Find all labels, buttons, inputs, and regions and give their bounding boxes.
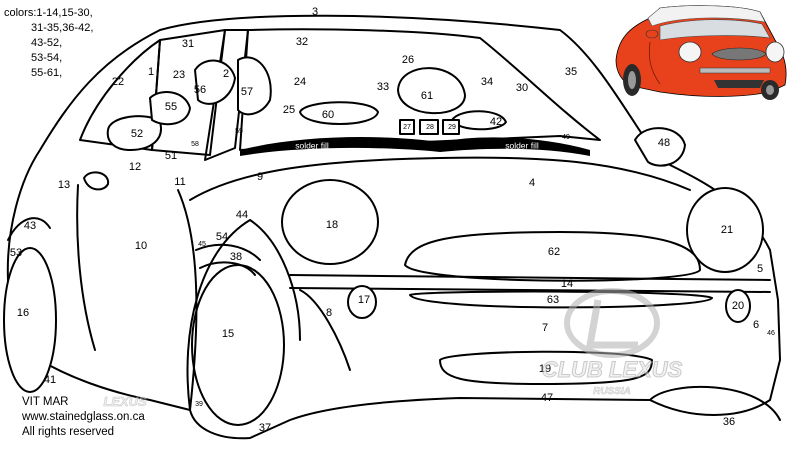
region-label: 42 — [490, 116, 502, 128]
lexus-logo-icon — [564, 288, 660, 358]
region-label: 46 — [767, 330, 775, 337]
region-label: 47 — [541, 392, 553, 404]
region-label: 4 — [529, 177, 535, 189]
region-label: 23 — [173, 69, 185, 81]
region-label: 51 — [165, 150, 177, 162]
ref-car-roof — [647, 5, 766, 27]
region-label: 17 — [358, 294, 370, 306]
region-label: 37 — [259, 422, 271, 434]
region-label: 61 — [421, 90, 433, 102]
legend-line: 55-61, — [31, 67, 63, 79]
club-lexus-watermark: CLUB LEXUS RUSSIA LEXUS — [103, 288, 683, 409]
region-label: 38 — [230, 251, 242, 263]
region-label: 54 — [216, 231, 228, 243]
watermark-sub-text: RUSSIA — [593, 386, 631, 397]
solder-fill-label-left: solder fill — [295, 140, 329, 150]
region-label: 53 — [10, 247, 22, 259]
website-url: www.stainedglass.on.ca — [22, 411, 145, 423]
region-label: 7 — [542, 322, 548, 334]
solder-fill-label-right: solder fill — [505, 140, 539, 150]
region-label: 14 — [561, 278, 573, 290]
region-label: 45 — [198, 241, 206, 248]
region-label: 26 — [402, 54, 414, 66]
region-label: 59 — [235, 128, 243, 135]
region-label: 8 — [326, 307, 332, 319]
region-label: 39 — [195, 401, 203, 408]
region-label: 27 — [403, 124, 411, 131]
region-label: 57 — [241, 86, 253, 98]
legend-line: 31-35,36-42, — [31, 22, 94, 34]
watermark-small-text: LEXUS — [103, 394, 147, 409]
region-label: 24 — [294, 76, 306, 88]
region-label: 48 — [658, 137, 670, 149]
region-label: 55 — [165, 101, 177, 113]
car-outline — [3, 14, 781, 440]
region-label: 36 — [723, 416, 735, 428]
region-label: 13 — [58, 179, 70, 191]
region-label: 12 — [129, 161, 141, 173]
author-name: VIT MAR — [22, 396, 69, 408]
region-label: 19 — [539, 363, 551, 375]
region-label: 5 — [757, 263, 763, 275]
region-label: 41 — [44, 374, 56, 386]
rights-notice: All rights reserved — [22, 426, 115, 438]
region-label: 49 — [562, 134, 570, 141]
color-legend: colors:1-14,15-30, 31-35,36-42, 43-52, 5… — [4, 6, 93, 81]
copyright-credit: VIT MAR www.stainedglass.on.ca All right… — [22, 395, 145, 440]
legend-line: colors:1-14,15-30, — [4, 7, 93, 19]
region-label: 16 — [17, 307, 29, 319]
region-label: 11 — [174, 176, 185, 188]
reference-color-car — [615, 5, 787, 100]
watermark-main-text: CLUB LEXUS — [542, 357, 683, 382]
region-label: 52 — [131, 128, 143, 140]
region-label: 25 — [283, 104, 295, 116]
region-label: 2 — [223, 68, 229, 80]
region-label: 18 — [326, 219, 338, 231]
region-label: 43 — [24, 220, 36, 232]
region-label: 58 — [191, 141, 199, 148]
region-label: 28 — [426, 124, 434, 131]
region-label: 20 — [732, 300, 744, 312]
region-label: 44 — [236, 209, 248, 221]
region-label: 21 — [721, 224, 733, 236]
region-label: 29 — [448, 124, 456, 131]
region-label: 62 — [548, 246, 560, 258]
region-label: 15 — [222, 328, 234, 340]
region-label: 3 — [312, 6, 318, 18]
region-label: 10 — [135, 240, 147, 252]
region-label: 31 — [182, 38, 194, 50]
region-label: 22 — [112, 76, 124, 88]
region-label: 35 — [565, 66, 577, 78]
legend-line: 43-52, — [31, 37, 63, 49]
region-label: 34 — [481, 76, 493, 88]
legend-line: 53-54, — [31, 52, 63, 64]
region-number-labels: 3 31 32 22 1 23 2 24 26 33 61 34 30 35 5… — [10, 6, 775, 434]
region-label: 9 — [257, 171, 263, 183]
region-label: 32 — [296, 36, 308, 48]
region-label: 33 — [377, 81, 389, 93]
region-label: 6 — [753, 319, 759, 331]
region-label: 63 — [547, 294, 559, 306]
region-label: 50 — [385, 138, 393, 145]
region-label: 30 — [516, 82, 528, 94]
region-label: 1 — [148, 66, 154, 78]
region-label: 60 — [322, 109, 334, 121]
region-label: 56 — [194, 84, 206, 96]
